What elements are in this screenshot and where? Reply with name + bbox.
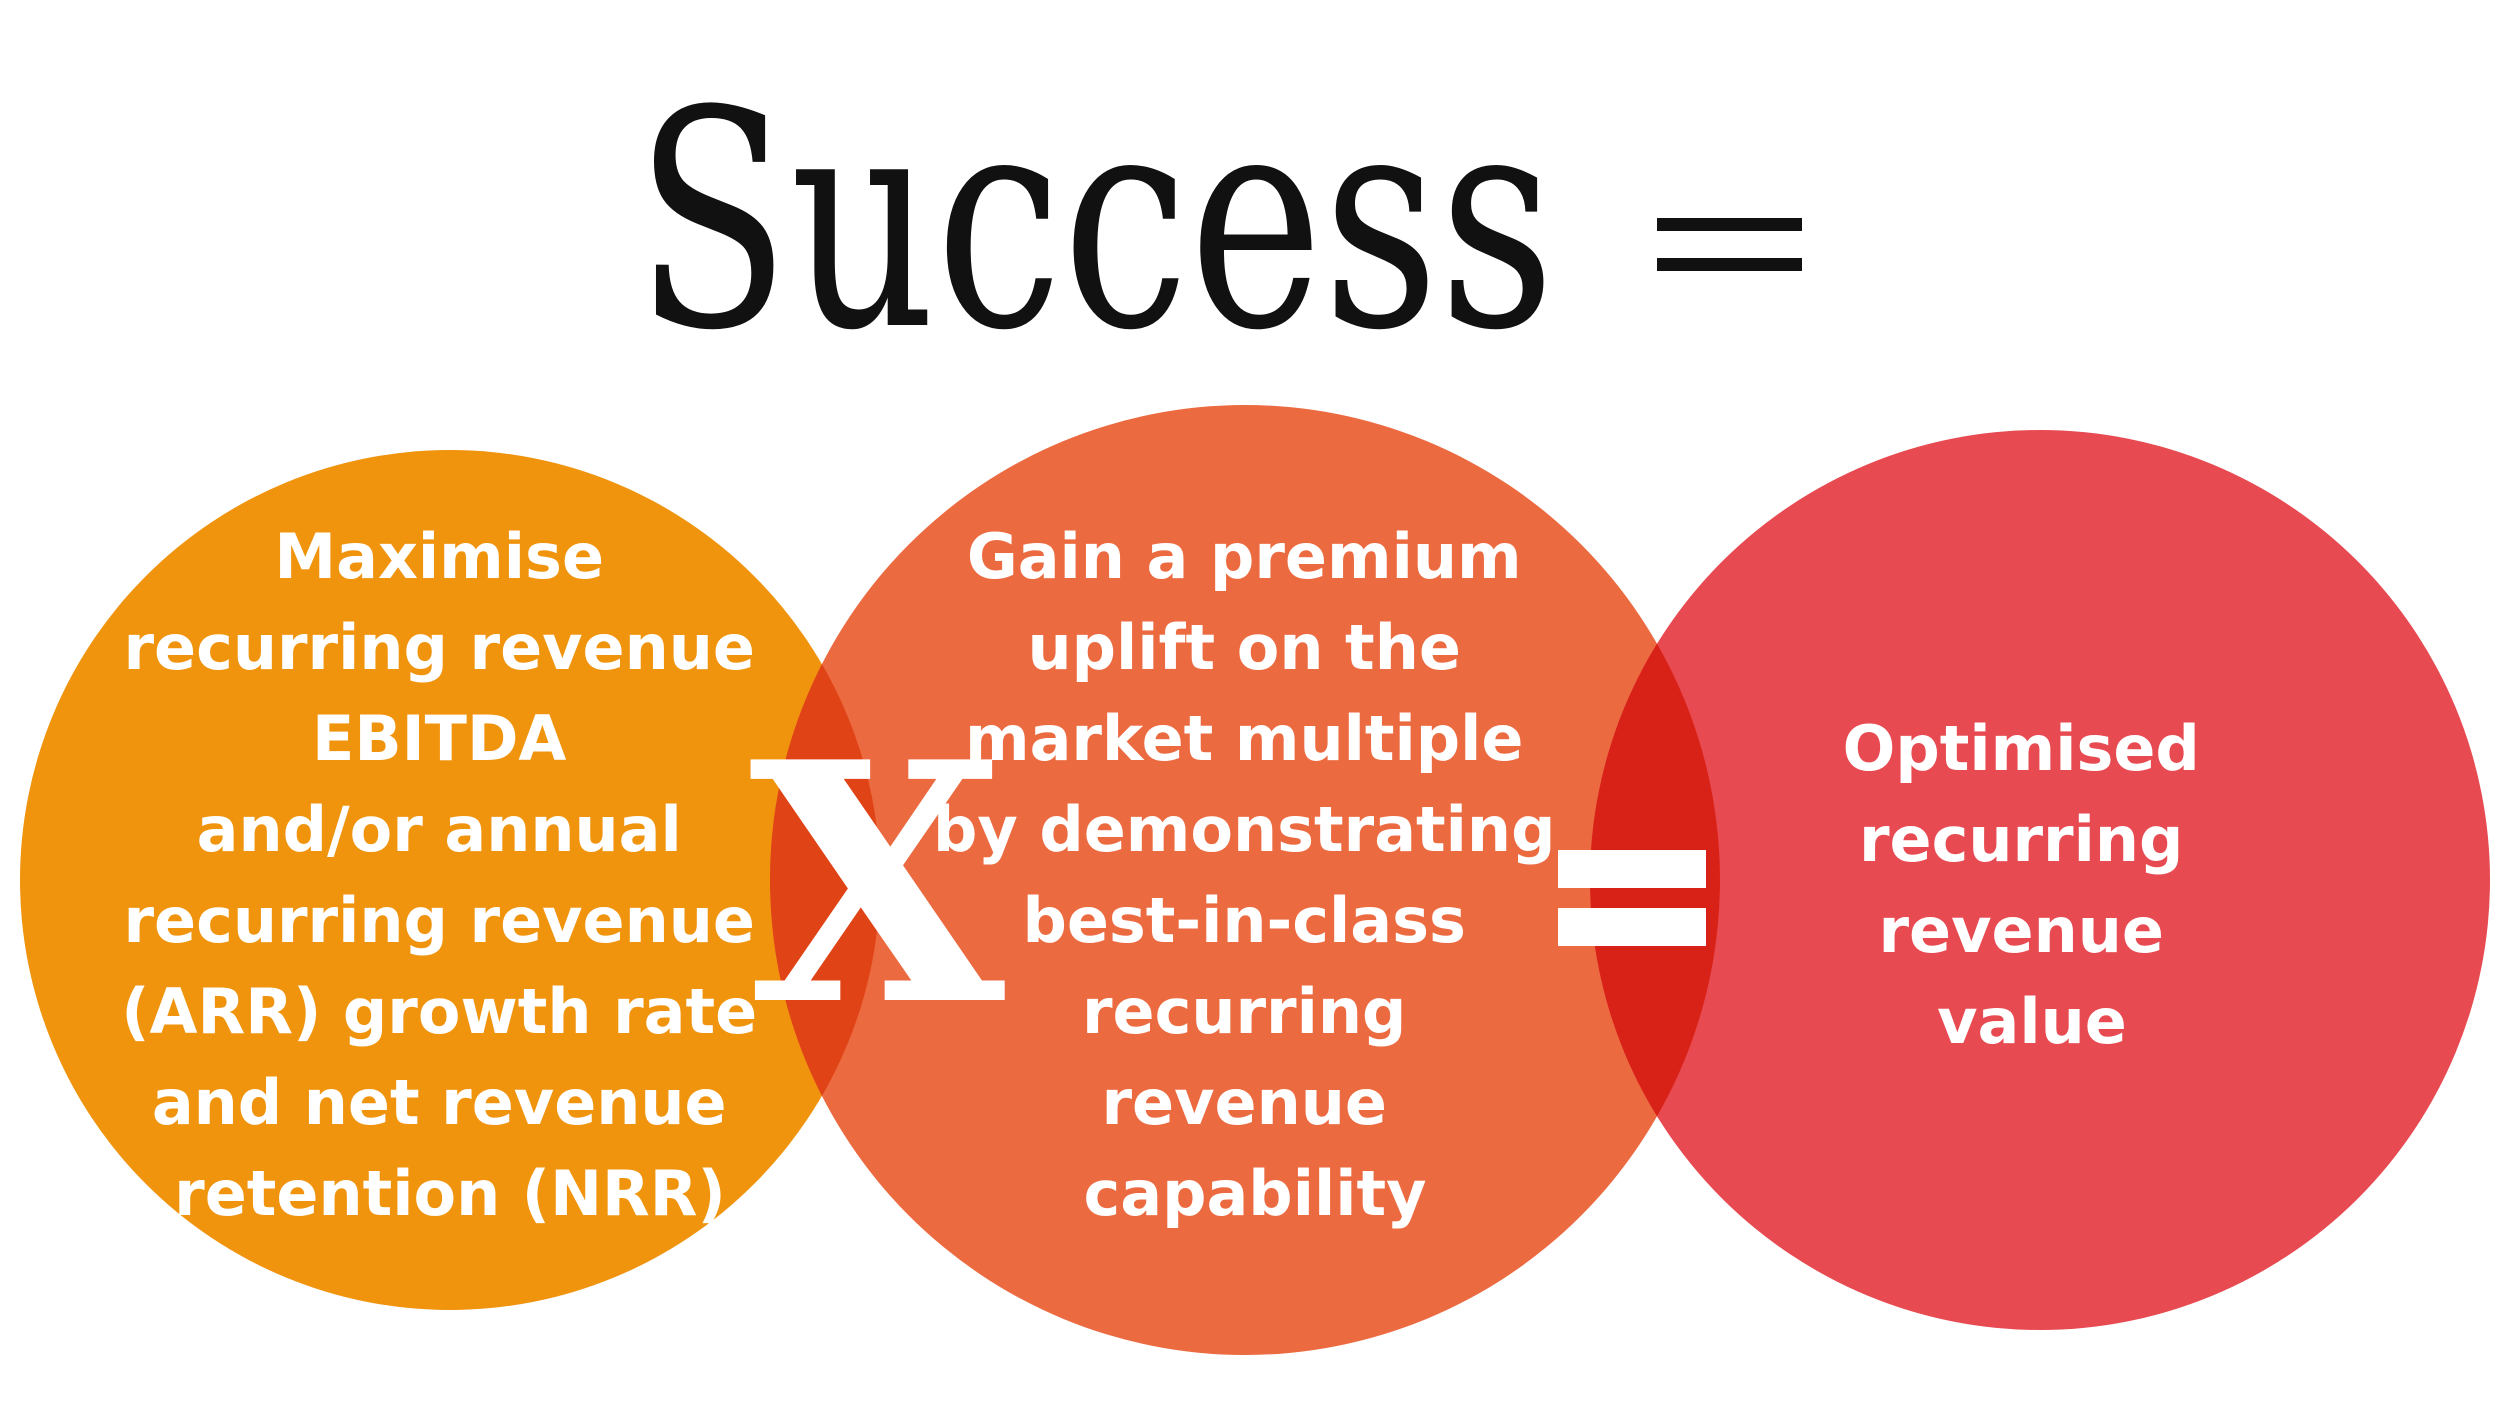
middle-line: best-in-class xyxy=(1022,884,1465,957)
multiply-operator: X xyxy=(749,690,1007,1078)
right-line: Optimised xyxy=(1843,712,2200,785)
title-group: Success xyxy=(635,47,1802,396)
title-equals-bottom-bar xyxy=(1657,258,1802,271)
left-line: Maximise xyxy=(274,520,604,593)
left-circle-text: Maximise recurring revenue EBITDA and/or… xyxy=(121,520,779,1230)
title-equals-top-bar xyxy=(1657,218,1802,231)
left-line: recurring revenue xyxy=(123,884,754,957)
middle-circle xyxy=(770,405,1720,1355)
venn-circles xyxy=(20,405,2490,1355)
middle-line: by demonstrating xyxy=(933,793,1556,866)
right-line: revenue xyxy=(1878,894,2163,967)
left-line: recurring revenue xyxy=(123,611,754,684)
left-circle xyxy=(20,450,880,1310)
right-circle-text: Optimised recurring revenue value xyxy=(1843,712,2222,1058)
middle-line: market multiple xyxy=(965,702,1523,775)
equals-operator xyxy=(1558,850,1706,946)
right-line: value xyxy=(1937,985,2127,1058)
middle-line: revenue xyxy=(1101,1066,1386,1139)
left-line: and/or annual xyxy=(197,793,682,866)
left-line: (ARR) growth rate xyxy=(121,975,757,1048)
equals-bottom-bar xyxy=(1558,908,1706,946)
middle-line: Gain a premium xyxy=(967,520,1522,593)
middle-line: recurring xyxy=(1082,975,1406,1048)
left-line: EBITDA xyxy=(312,702,566,775)
middle-line: uplift on the xyxy=(1028,611,1461,684)
middle-circle-text: Gain a premium uplift on the market mult… xyxy=(933,520,1577,1230)
equals-top-bar xyxy=(1558,850,1706,888)
right-line: recurring xyxy=(1859,803,2183,876)
left-line: retention (NRR) xyxy=(174,1157,726,1230)
middle-line: capability xyxy=(1084,1157,1427,1230)
right-circle xyxy=(1590,430,2490,1330)
left-line: and net revenue xyxy=(152,1066,727,1139)
title-word: Success xyxy=(635,47,1555,396)
